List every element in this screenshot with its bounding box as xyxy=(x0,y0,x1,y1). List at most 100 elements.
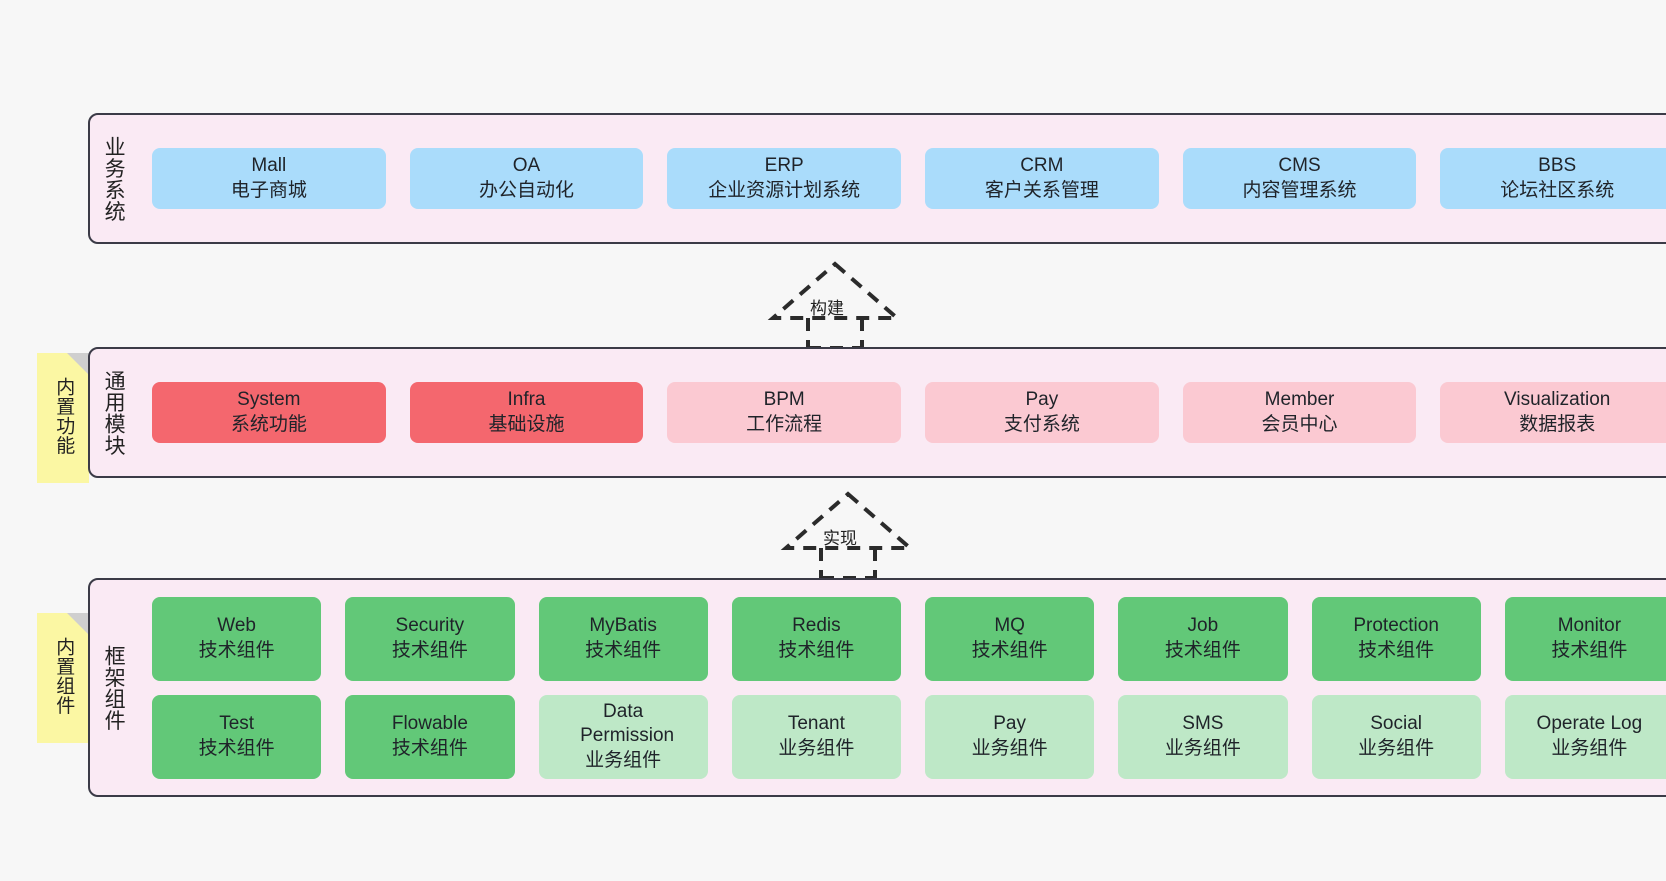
card-crm-en: CRM xyxy=(1020,155,1064,177)
card-operate-log[interactable]: Operate Log 业务组件 xyxy=(1504,694,1666,779)
card-oa-en: OA xyxy=(512,155,541,177)
note-fold-corner-icon xyxy=(67,613,89,635)
card-mq-en: MQ xyxy=(994,615,1025,637)
card-social-en: Social xyxy=(1370,713,1422,735)
card-data-permission[interactable]: Data Permission 业务组件 xyxy=(538,694,708,779)
card-oa-cn: 办公自动化 xyxy=(479,179,575,201)
card-mybatis-en: MyBatis xyxy=(589,615,657,637)
card-protection-en: Protection xyxy=(1353,615,1439,637)
card-mq[interactable]: MQ 技术组件 xyxy=(925,596,1095,681)
layer-common-modules: 通用模块 System 系统功能 Infra 基础设施 BPM 工作流程 Pay… xyxy=(88,347,1666,478)
card-member-en: Member xyxy=(1264,389,1335,411)
card-visualization-en: Visualization xyxy=(1504,389,1611,411)
sticky-note-builtin-features: 内置功能 xyxy=(37,353,89,483)
connector-implement-label: 实现 xyxy=(823,529,857,548)
card-bbs-en: BBS xyxy=(1538,155,1577,177)
card-system-cn: 系统功能 xyxy=(230,413,307,435)
card-bpm-en: BPM xyxy=(763,389,805,411)
card-crm-cn: 客户关系管理 xyxy=(984,179,1099,201)
card-redis-cn: 技术组件 xyxy=(778,639,855,661)
layer-business-systems: 业务系统 Mall 电子商城 OA 办公自动化 ERP 企业资源计划系统 CRM… xyxy=(88,113,1666,244)
card-mall-cn: 电子商城 xyxy=(230,179,307,201)
layer-title-framework-components: 框架组件 xyxy=(102,644,126,731)
card-data-permission-en: Data Permission xyxy=(580,701,675,747)
card-sms[interactable]: SMS 业务组件 xyxy=(1118,694,1288,779)
card-infra-cn: 基础设施 xyxy=(488,413,565,435)
card-test-en: Test xyxy=(219,713,255,735)
card-system-en: System xyxy=(237,389,301,411)
card-test-cn: 技术组件 xyxy=(198,737,275,759)
card-test[interactable]: Test 技术组件 xyxy=(152,694,322,779)
framework-business-row: Test 技术组件 Flowable 技术组件 Data Permission … xyxy=(140,694,1666,779)
card-social[interactable]: Social 业务组件 xyxy=(1311,694,1481,779)
card-monitor[interactable]: Monitor 技术组件 xyxy=(1504,596,1666,681)
card-pay-module-en: Pay xyxy=(1025,389,1059,411)
card-security[interactable]: Security 技术组件 xyxy=(345,596,515,681)
card-mq-cn: 技术组件 xyxy=(971,639,1048,661)
card-cms-en: CMS xyxy=(1278,155,1321,177)
card-pay-module[interactable]: Pay 支付系统 xyxy=(925,382,1159,443)
card-bpm[interactable]: BPM 工作流程 xyxy=(667,382,902,443)
note-fold-corner-icon xyxy=(67,353,89,375)
card-job[interactable]: Job 技术组件 xyxy=(1118,596,1288,681)
card-mall[interactable]: Mall 电子商城 xyxy=(152,148,386,209)
card-web[interactable]: Web 技术组件 xyxy=(152,596,322,681)
layer-framework-components: 框架组件 Web 技术组件 Security 技术组件 MyBatis 技术组件… xyxy=(88,578,1666,797)
card-erp-cn: 企业资源计划系统 xyxy=(708,179,861,201)
card-cms[interactable]: CMS 内容管理系统 xyxy=(1182,148,1417,209)
card-flowable-cn: 技术组件 xyxy=(391,737,468,759)
card-web-en: Web xyxy=(217,615,256,637)
card-visualization-cn: 数据报表 xyxy=(1519,413,1596,435)
card-operate-log-en: Operate Log xyxy=(1536,713,1643,735)
card-infra-en: Infra xyxy=(507,389,546,411)
card-flowable[interactable]: Flowable 技术组件 xyxy=(345,694,515,779)
layer-title-business-systems: 业务系统 xyxy=(102,135,126,222)
card-bbs[interactable]: BBS 论坛社区系统 xyxy=(1440,148,1666,209)
card-web-cn: 技术组件 xyxy=(198,639,275,661)
card-erp-en: ERP xyxy=(764,155,804,177)
card-bpm-cn: 工作流程 xyxy=(746,413,823,435)
card-monitor-cn: 技术组件 xyxy=(1551,639,1628,661)
connector-implement: 实现 xyxy=(768,490,928,580)
card-member[interactable]: Member 会员中心 xyxy=(1182,382,1417,443)
sticky-note-builtin-components: 内置组件 xyxy=(37,613,89,743)
card-protection-cn: 技术组件 xyxy=(1358,639,1435,661)
card-pay-component-en: Pay xyxy=(993,713,1026,735)
connector-build: 构建 xyxy=(755,260,915,350)
card-operate-log-cn: 业务组件 xyxy=(1551,737,1628,759)
sticky-note-builtin-features-label: 内置功能 xyxy=(53,377,75,455)
framework-tech-row: Web 技术组件 Security 技术组件 MyBatis 技术组件 Redi… xyxy=(140,596,1666,681)
card-cms-cn: 内容管理系统 xyxy=(1242,179,1357,201)
card-protection[interactable]: Protection 技术组件 xyxy=(1311,596,1481,681)
sticky-note-builtin-components-label: 内置组件 xyxy=(53,637,75,715)
card-security-en: Security xyxy=(395,615,465,637)
card-redis-en: Redis xyxy=(792,615,841,637)
card-monitor-en: Monitor xyxy=(1557,615,1622,637)
card-crm[interactable]: CRM 客户关系管理 xyxy=(925,148,1159,209)
card-data-permission-cn: 业务组件 xyxy=(585,749,662,771)
business-systems-card-row: Mall 电子商城 OA 办公自动化 ERP 企业资源计划系统 CRM 客户关系… xyxy=(136,115,1666,242)
card-system[interactable]: System 系统功能 xyxy=(152,382,386,443)
common-modules-card-row: System 系统功能 Infra 基础设施 BPM 工作流程 Pay 支付系统… xyxy=(136,349,1666,476)
card-social-cn: 业务组件 xyxy=(1358,737,1435,759)
card-visualization[interactable]: Visualization 数据报表 xyxy=(1440,382,1666,443)
card-erp[interactable]: ERP 企业资源计划系统 xyxy=(667,148,902,209)
card-bbs-cn: 论坛社区系统 xyxy=(1500,179,1615,201)
framework-components-grid: Web 技术组件 Security 技术组件 MyBatis 技术组件 Redi… xyxy=(136,580,1666,795)
card-oa[interactable]: OA 办公自动化 xyxy=(409,148,644,209)
card-pay-component[interactable]: Pay 业务组件 xyxy=(925,694,1095,779)
card-infra[interactable]: Infra 基础设施 xyxy=(409,382,644,443)
card-redis[interactable]: Redis 技术组件 xyxy=(731,596,901,681)
card-job-cn: 技术组件 xyxy=(1164,639,1241,661)
layer-title-common-modules: 通用模块 xyxy=(102,369,126,456)
card-tenant-cn: 业务组件 xyxy=(778,737,855,759)
connector-build-label: 构建 xyxy=(810,299,844,318)
card-tenant-en: Tenant xyxy=(787,713,845,735)
card-security-cn: 技术组件 xyxy=(391,639,468,661)
card-flowable-en: Flowable xyxy=(391,713,468,735)
card-mybatis[interactable]: MyBatis 技术组件 xyxy=(538,596,708,681)
card-job-en: Job xyxy=(1187,615,1219,637)
card-sms-en: SMS xyxy=(1182,713,1224,735)
card-tenant[interactable]: Tenant 业务组件 xyxy=(731,694,901,779)
